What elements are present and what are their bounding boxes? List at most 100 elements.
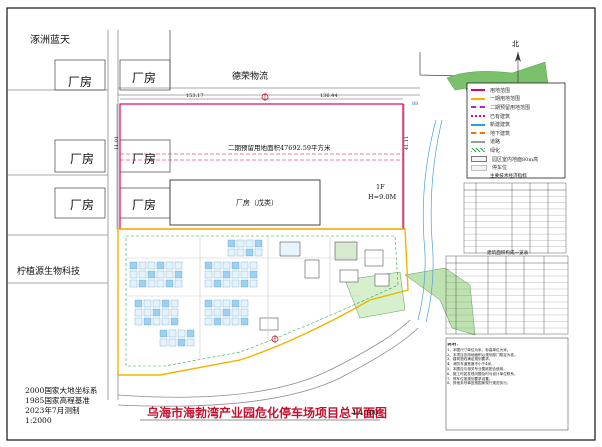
legend-item: 绿化 (471, 146, 563, 155)
parking-stall (174, 261, 183, 270)
parking-stall (159, 338, 168, 347)
parking-stall (204, 308, 213, 317)
label-ningyuan: 柠植源生物科技 (17, 267, 81, 277)
parking-stall (231, 317, 240, 326)
parking-stall (245, 239, 254, 248)
parking-stalls (129, 239, 263, 347)
label-factory-2: 厂房 (132, 71, 157, 85)
parking-stall (222, 279, 231, 288)
parking-stall (156, 270, 165, 279)
parking-stall (240, 279, 249, 288)
parking-stall (161, 308, 170, 317)
label-factory-1: 厂房 (68, 75, 93, 89)
legend-item: 二期预留用地范围 (471, 103, 563, 112)
parking-stall (186, 338, 195, 347)
parking-stall (174, 279, 183, 288)
indicator-table-2 (445, 255, 569, 335)
survey-marker (261, 93, 279, 343)
label-building-height: H=9.0M (368, 193, 397, 201)
note-line: 6、施工时如发现问题及时与设计单位联系。 (447, 371, 518, 376)
label-zhuozhou: 涿洲蓝天 (30, 35, 70, 46)
legend-label: 停车位 (492, 165, 508, 172)
note-line: 4、消防车道宽度不小于4米。 (447, 362, 495, 367)
label-building-floor: 1F (376, 183, 385, 191)
drawing-title: 乌海市海勃湾产业园危化停车场项目总平面图 (147, 406, 388, 420)
legend-swatch (471, 164, 487, 171)
parking-stall (236, 239, 245, 248)
parking-stall (231, 279, 240, 288)
parking-stall (138, 261, 147, 270)
label-factory-5: 厂房 (70, 198, 95, 212)
legend-label: 绿化 (490, 147, 501, 154)
parking-stall (240, 317, 249, 326)
legend-item: 新建建筑 (471, 120, 563, 129)
parking-stall (147, 279, 156, 288)
parking-stall (213, 279, 222, 288)
parking-stall (240, 299, 249, 308)
parking-stall (161, 299, 170, 308)
legend-item: 地下建筑 (471, 129, 563, 138)
parking-stall (134, 317, 143, 326)
legend-item: 道路 (471, 138, 563, 147)
design-notes: 说明： 1、本图尺寸单位为米，标高单位为米。 2、本项目总用地面积以规划部门核定… (447, 343, 559, 386)
parking-stall (204, 261, 213, 270)
dimension-3: 88 (412, 101, 419, 107)
parking-stall (249, 261, 258, 270)
parking-stall (249, 270, 258, 279)
legend-swatch (471, 156, 487, 163)
parking-stall (227, 239, 236, 248)
parking-stall (213, 317, 222, 326)
parking-stall (170, 299, 179, 308)
parking-stall (165, 279, 174, 288)
legend-swatch (471, 89, 485, 92)
legend-swatch (471, 115, 485, 118)
parking-stall (231, 308, 240, 317)
notes-box (445, 337, 569, 431)
parking-stall (204, 317, 213, 326)
parking-stall (143, 299, 152, 308)
drawing-scale: 1:1000 (352, 408, 379, 417)
parking-stall (147, 270, 156, 279)
parking-stall (231, 261, 240, 270)
parking-stall (240, 308, 249, 317)
parking-stall (159, 329, 168, 338)
parking-stall (222, 270, 231, 279)
note-line: 1、本图尺寸单位为米，标高单位为米。 (447, 347, 511, 352)
parking-stall (240, 270, 249, 279)
legend-list: 用地范围一期用地范围二期预留用地范围已有建筑新建建筑地下建筑道路绿化园区室内地面… (471, 86, 563, 172)
parking-stall (138, 270, 147, 279)
legend-swatch (471, 123, 485, 126)
parking-stall (204, 270, 213, 279)
parking-stall (213, 261, 222, 270)
parking-stall (129, 279, 138, 288)
parking-stall (152, 308, 161, 317)
parking-stall (170, 317, 179, 326)
internal-roads (126, 236, 395, 360)
parking-stall (152, 299, 161, 308)
coord-line-4: 1:2000 (25, 416, 52, 425)
parking-stall (227, 248, 236, 257)
parking-stall (222, 308, 231, 317)
parking-stall (254, 239, 263, 248)
label-factory-note: 厂房（戊类） (236, 199, 278, 207)
table2-title: 建筑面积构成一览表 (487, 251, 529, 256)
note-line: 2、本项目总用地面积以规划部门核定为准。 (447, 352, 518, 357)
legend-label: 已有建筑 (490, 113, 511, 120)
parking-stall (134, 308, 143, 317)
label-factory-6: 厂房 (132, 198, 157, 212)
note-line: 5、本图应与相关专业图纸配合使用。 (447, 366, 507, 371)
dimension-1: 153.17 (186, 93, 204, 99)
legend-swatch (471, 106, 485, 109)
indicator-table-1-rows (464, 196, 566, 247)
drawing-frame (6, 7, 596, 441)
legend-label: 道路 (490, 139, 501, 146)
parking-stall (222, 261, 231, 270)
parking-stall (186, 329, 195, 338)
label-desheng: 德荣物流 (232, 72, 269, 82)
legend-label: 一期用地范围 (490, 96, 521, 103)
legend-item: 一期用地范围 (471, 95, 563, 104)
parking-stall (240, 261, 249, 270)
coord-line-2: 1985国家高程基准 (25, 396, 90, 405)
parking-stall (165, 261, 174, 270)
parking-stall (134, 299, 143, 308)
